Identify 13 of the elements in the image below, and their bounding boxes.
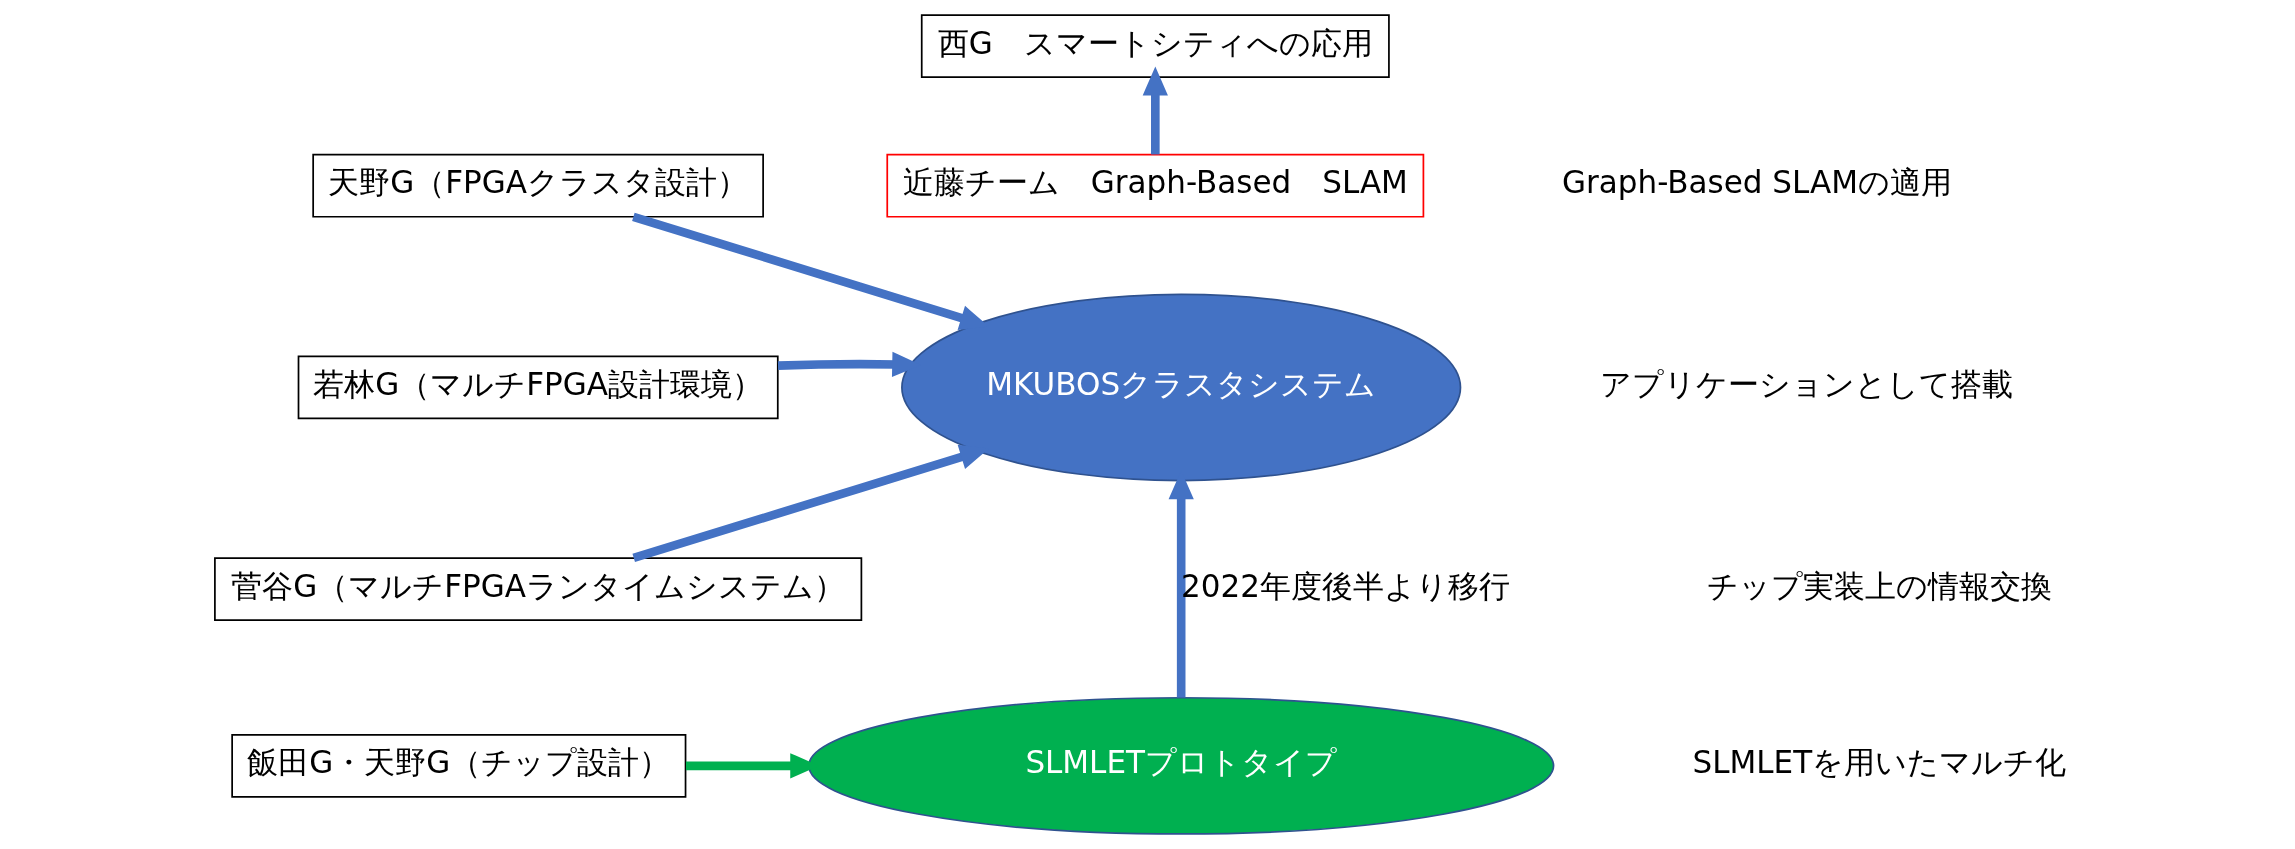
label: SLMLETを用いたマルチ化: [1692, 744, 2066, 781]
node-box: 飯田G・天野G（チップ設計）: [230, 733, 686, 798]
node-box: 菅谷G（マルチFPGAランタイムシステム）: [213, 557, 862, 622]
label: Graph-Based SLAMの適用: [1561, 164, 1952, 201]
node-box: 天野G（FPGAクラスタ設計）: [311, 153, 764, 218]
node-box: 西G スマートシティへの応用: [920, 14, 1390, 78]
node-box: 近藤チーム Graph-Based SLAM: [885, 153, 1424, 218]
node-box: 若林G（マルチFPGA設計環境）: [297, 355, 779, 420]
label: アプリケーションとして搭載: [1599, 366, 2013, 403]
label: チップ実装上の情報交換: [1706, 567, 2052, 604]
node-ellipse: SLMLETプロトタイプ: [807, 696, 1554, 835]
arrow: [1142, 66, 1168, 155]
node-ellipse: MKUBOSクラスタシステム: [900, 293, 1461, 482]
